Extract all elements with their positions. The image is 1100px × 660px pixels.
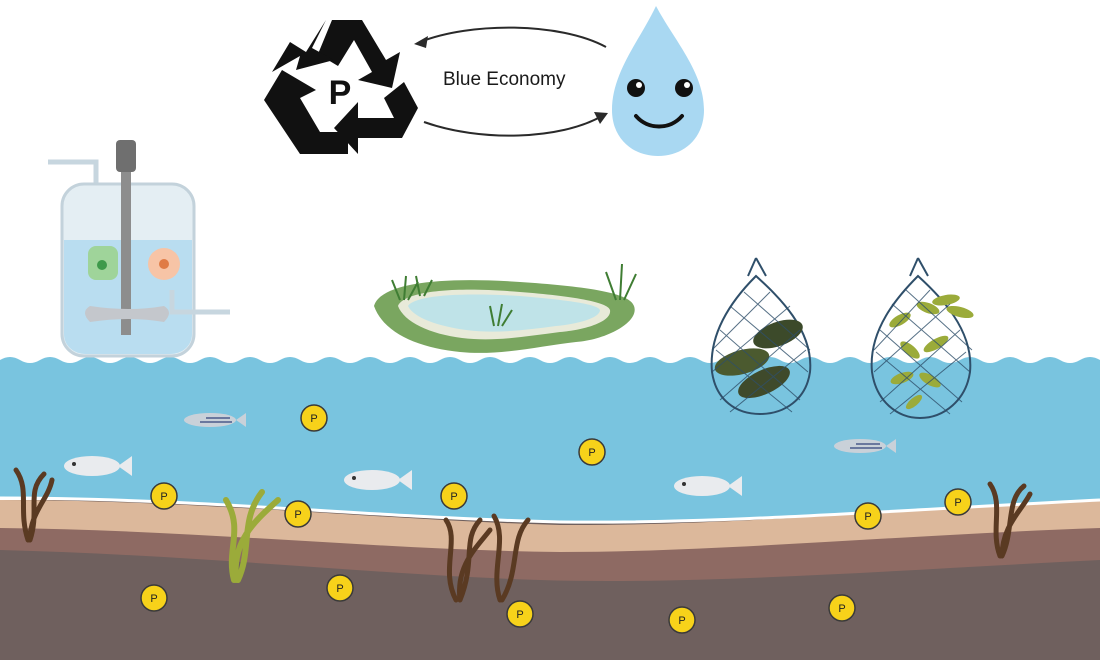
phosphorus-coin-label: P [678, 615, 685, 627]
phosphorus-coin-label: P [588, 447, 595, 459]
arrowhead-right [594, 112, 608, 124]
killifish [674, 476, 742, 496]
killifish [344, 470, 412, 490]
phosphorus-coin-icon: P [578, 438, 606, 466]
phosphorus-coin-label: P [450, 491, 457, 503]
water-shoreline [0, 496, 1100, 524]
phosphorus-coin-icon: P [140, 584, 168, 612]
sand-layer [0, 500, 1100, 552]
recycle-letter: P [329, 74, 352, 112]
phosphorus-coin-icon: P [854, 502, 882, 530]
phosphorus-coin-icon: P [668, 606, 696, 634]
brown-kelp [491, 513, 531, 603]
fish-group [64, 413, 896, 496]
bioreactor-icon [48, 140, 230, 358]
phosphorus-coin-icon: P [300, 404, 328, 432]
phosphorus-coin-label: P [516, 609, 523, 621]
phosphorus-coin-icon: P [326, 574, 354, 602]
kelp-group [13, 467, 1033, 603]
water-surface [0, 357, 1100, 523]
phosphorus-coin-icon: P [284, 500, 312, 528]
phosphorus-coins: P P P P P P P P P P P P [140, 404, 972, 634]
phosphorus-coin-icon: P [828, 594, 856, 622]
brown-kelp [13, 467, 55, 543]
brown-kelp [443, 517, 493, 603]
mussel-net-icon [710, 257, 812, 416]
phosphorus-coin-icon: P [440, 482, 468, 510]
green-seaweed [223, 489, 281, 583]
phosphorus-coin-icon: P [506, 600, 534, 628]
water-droplet-icon [612, 6, 704, 156]
phosphorus-coin-label: P [336, 583, 343, 595]
wetland-pond-icon [374, 263, 637, 353]
zebrafish [834, 439, 896, 453]
seaweed-net-icon [870, 257, 974, 420]
zebrafish [184, 413, 246, 427]
cycle-arrows [419, 26, 607, 137]
blue-economy-label: Blue Economy [443, 69, 566, 90]
arrow-droplet-to-recycle [419, 26, 607, 48]
killifish [64, 456, 132, 476]
phosphorus-coin-label: P [150, 593, 157, 605]
arrow-recycle-to-droplet [423, 115, 603, 137]
phosphorus-coin-icon: P [944, 488, 972, 516]
brown-kelp [987, 481, 1033, 559]
phosphorus-coin-label: P [864, 511, 871, 523]
phosphorus-coin-icon: P [150, 482, 178, 510]
seabed [0, 500, 1100, 660]
phosphorus-coin-label: P [838, 603, 845, 615]
arrowhead-left [414, 36, 428, 48]
phosphorus-coin-label: P [310, 413, 317, 425]
phosphorus-coin-label: P [160, 491, 167, 503]
phosphorus-coin-label: P [294, 509, 301, 521]
water-body [0, 357, 1100, 524]
recycle-icon: P [264, 20, 418, 154]
phosphorus-coin-label: P [954, 497, 961, 509]
